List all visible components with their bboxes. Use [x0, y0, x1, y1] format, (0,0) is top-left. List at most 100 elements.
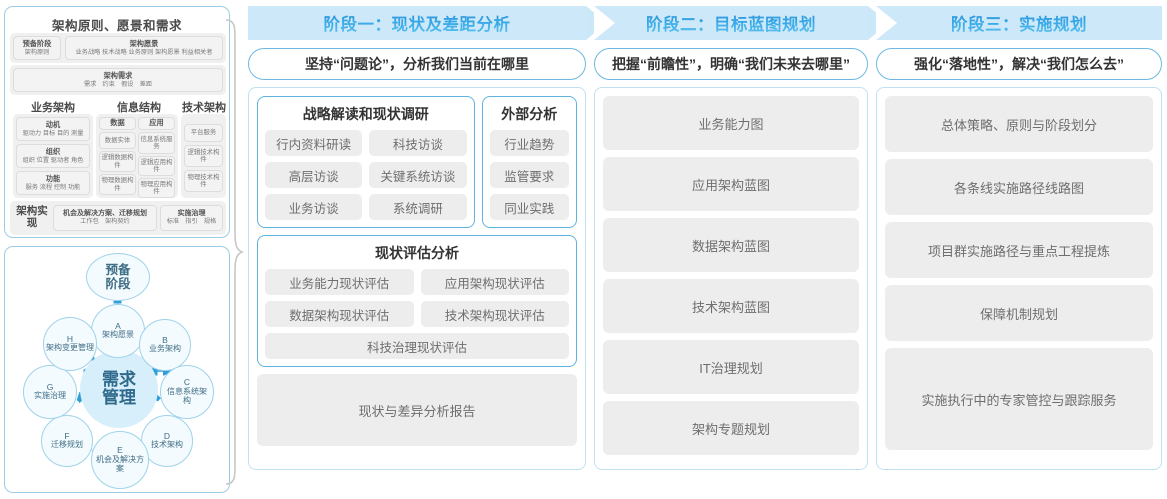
chip-arch-topic-plan[interactable]: 架构专题规划	[603, 401, 859, 455]
chip-industry-trend[interactable]: 行业趋势	[489, 130, 569, 156]
business-architecture-group: 动机 驱动力 目标 目的 测量 组织 组织 位置 驱动者 角色 功能 服务 流程…	[13, 114, 93, 198]
section-assessment-title: 现状评估分析	[375, 245, 459, 261]
chip-app-arch-blueprint[interactable]: 应用架构蓝图	[603, 157, 859, 211]
tile-organization-title: 组织	[45, 147, 61, 157]
chip-peer-practice[interactable]: 同业实践	[489, 194, 569, 220]
chip-key-system-interview[interactable]: 关键系统访谈	[369, 162, 467, 188]
phase-1-body: 战略解读和现状调研 行内资料研读科技访谈 高层访谈关键系统访谈 业务访谈系统调研…	[248, 87, 586, 470]
phase-3-subtitle: 强化“落地性”，解决“我们怎么去”	[876, 48, 1162, 80]
phase-1-header[interactable]: 阶段一：现状及差距分析	[248, 6, 607, 40]
phase-3-header[interactable]: 阶段三：实施规划	[876, 6, 1162, 40]
col-header-technology: 技术架构	[182, 102, 226, 114]
architecture-realization-group: 架构实现 机会及解决方案、迁移规划 工作包 架构契约 实施治理 标准 指引 规格	[10, 201, 226, 235]
chip-business-capability-map[interactable]: 业务能力图	[603, 96, 859, 150]
phase-1-subtitle: 坚持“问题论”，分析我们当前在哪里	[248, 48, 586, 80]
information-structure-group: 数据 数据实体 逻辑数据构件 物理数据构件 应用 信息系统	[96, 114, 178, 198]
chip-tech-arch-assessment[interactable]: 技术架构现状评估	[420, 301, 569, 327]
tile-platform-service: 平台服务	[184, 124, 223, 142]
architecture-metamodel-card: 架构原则、愿景和需求 预备阶段 架构原则 架构愿景 业务战略 技术战略 业务原则…	[4, 6, 230, 238]
phase-1-header-label: 阶段一：现状及差距分析	[324, 11, 511, 35]
tile-logical-data-component: 逻辑数据构件	[99, 151, 136, 172]
chip-app-arch-assessment[interactable]: 应用架构现状评估	[420, 269, 569, 295]
tile-motivation-sub: 驱动力 目标 目的 测量	[22, 129, 84, 137]
tile-opportunities-sub: 工作包 架构契约	[80, 218, 130, 226]
adm-node-g-label: 实施治理	[34, 391, 66, 401]
adm-node-f-letter: F	[64, 430, 70, 441]
tile-is-service-label: 信息系统服务	[140, 135, 173, 150]
chip-gap-analysis-report[interactable]: 现状与差异分析报告	[257, 374, 577, 446]
phase-2-header-label: 阶段二：目标蓝图规划	[646, 11, 816, 35]
tile-architecture-vision: 架构愿景 业务战略 技术战略 业务原则 架构愿景 利益相关者	[65, 36, 223, 60]
chip-expert-control-tracking[interactable]: 实施执行中的专家管控与跟踪服务	[885, 348, 1153, 450]
adm-node-preliminary: 预备 阶段	[86, 253, 150, 301]
adm-preliminary-text: 预备阶段	[86, 253, 150, 301]
tile-impl-gov-sub: 标准 指引 规格	[166, 218, 217, 226]
chip-tech-interview[interactable]: 科技访谈	[369, 130, 467, 156]
tile-physical-tech-label: 物理技术构件	[187, 173, 220, 188]
chip-tech-governance-assessment[interactable]: 科技治理现状评估	[265, 333, 569, 359]
adm-node-g: G 实施治理	[23, 365, 77, 419]
metamodel-row2-group: 架构需求 需求 约束 假设 差距	[10, 65, 226, 95]
chip-system-survey[interactable]: 系统调研	[369, 194, 467, 220]
tile-logical-technology-component: 逻辑技术构件	[184, 145, 223, 167]
tile-opportunities-title: 机会及解决方案、迁移规划	[63, 210, 147, 218]
tile-preliminary-title: 预备阶段	[22, 39, 52, 49]
tile-application-title: 应用	[149, 118, 164, 128]
adm-node-c: C 信息系统架构	[160, 365, 214, 419]
adm-node-h-letter: H	[66, 333, 74, 344]
tile-data-title-box: 数据	[99, 117, 136, 130]
phase-2-notch-icon	[594, 6, 615, 40]
adm-node-d: D 技术架构	[141, 415, 193, 467]
chip-business-interview[interactable]: 业务访谈	[265, 194, 363, 220]
tile-preliminary-sub: 架构原则	[24, 48, 50, 56]
tile-vision-sub: 业务战略 技术战略 业务原则 架构愿景 利益相关者	[75, 48, 213, 56]
phase-3-body: 总体策略、原则与阶段划分 各条线实施路径线路图 项目群实施路径与重点工程提炼 保…	[876, 87, 1162, 470]
phase-2-column: 阶段二：目标蓝图规划 把握“前瞻性”，明确“我们未来去哪里” 业务能力图 应用架…	[594, 6, 889, 470]
tile-platform-service-label: 平台服务	[190, 129, 217, 137]
adm-node-f-label: 迁移规划	[51, 440, 83, 450]
adm-node-a-letter: A	[115, 320, 121, 331]
phase-3-column: 阶段三：实施规划 强化“落地性”，解决“我们怎么去” 总体策略、原则与阶段划分 …	[876, 6, 1162, 470]
chip-data-arch-blueprint[interactable]: 数据架构蓝图	[603, 218, 859, 272]
tile-function-title: 功能	[45, 174, 61, 184]
section-external-analysis: 外部分析 行业趋势 监管要求 同业实践	[481, 96, 577, 228]
col-header-business: 业务架构	[31, 102, 75, 114]
section-external-title: 外部分析	[501, 106, 558, 122]
tile-motivation-title: 动机	[45, 120, 61, 130]
tile-physical-application-component: 物理应用构件	[138, 178, 175, 198]
adm-center-label-2: 管理	[102, 388, 136, 407]
left-reference-column: 架构原则、愿景和需求 预备阶段 架构原则 架构愿景 业务战略 技术战略 业务原则…	[4, 6, 232, 493]
chip-it-governance-plan[interactable]: IT治理规划	[603, 340, 859, 394]
tile-organization: 组织 组织 位置 驱动者 角色	[16, 144, 90, 168]
chip-tech-arch-blueprint[interactable]: 技术架构蓝图	[603, 279, 859, 333]
tile-organization-sub: 组织 位置 驱动者 角色	[22, 156, 84, 164]
chip-exec-interview[interactable]: 高层访谈	[265, 162, 363, 188]
chip-overall-strategy[interactable]: 总体策略、原则与阶段划分	[885, 96, 1153, 152]
chip-line-roadmap[interactable]: 各条线实施路径线路图	[885, 159, 1153, 215]
section-strategy-title: 战略解读和现状调研	[302, 106, 429, 122]
chip-support-mechanism-plan[interactable]: 保障机制规划	[885, 285, 1153, 341]
chip-internal-doc-study[interactable]: 行内资料研读	[265, 130, 363, 156]
phase-3-notch-icon	[876, 6, 897, 40]
phase-1-column: 阶段一：现状及差距分析 坚持“问题论”，分析我们当前在哪里 战略解读和现状调研 …	[248, 6, 607, 470]
tile-physical-app-label: 物理应用构件	[140, 180, 173, 195]
tile-logical-app-label: 逻辑应用构件	[140, 158, 173, 173]
adm-node-b-letter: B	[162, 334, 168, 345]
adm-node-a: A 架构愿景	[91, 304, 145, 358]
chip-data-arch-assessment[interactable]: 数据架构现状评估	[265, 301, 414, 327]
adm-node-g-letter: G	[46, 381, 54, 392]
tile-impl-gov-title: 实施治理	[177, 210, 206, 218]
chip-regulatory-requirements[interactable]: 监管要求	[489, 162, 569, 188]
chip-program-roadmap[interactable]: 项目群实施路径与重点工程提炼	[885, 222, 1153, 278]
tile-req-title: 架构需求	[103, 71, 133, 81]
phase-2-header[interactable]: 阶段二：目标蓝图规划	[594, 6, 889, 40]
phase-2-subtitle: 把握“前瞻性”，明确“我们未来去哪里”	[594, 48, 868, 80]
tile-motivation: 动机 驱动力 目标 目的 测量	[16, 117, 90, 141]
adm-preliminary-label-1: 预备	[105, 262, 131, 277]
adm-node-d-letter: D	[163, 430, 171, 441]
tile-data-entity-label: 数据实体	[104, 136, 131, 144]
tile-application-title-box: 应用	[138, 117, 175, 130]
chip-business-capability-assessment[interactable]: 业务能力现状评估	[265, 269, 414, 295]
adm-node-c-letter: C	[183, 377, 191, 388]
realization-label: 架构实现	[16, 205, 48, 229]
